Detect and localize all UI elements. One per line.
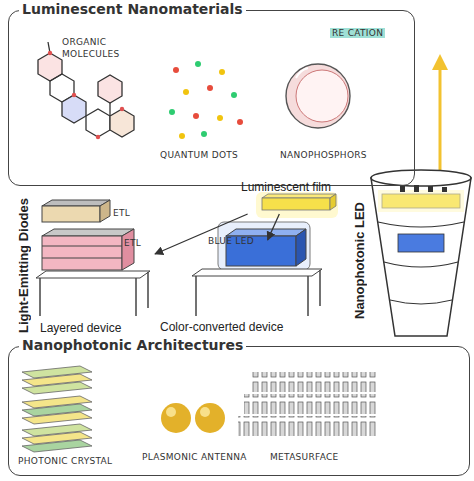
sketch-label: NANOPHOSPHORS (280, 150, 367, 160)
sketch-label: ORGANIC MOLECULES (62, 36, 124, 60)
section-heading: Luminescent Nanomaterials (19, 1, 246, 17)
lamp-sketch (371, 54, 471, 336)
section-heading: Nanophotonic Architectures (19, 337, 246, 353)
sketch-label: RE CATION (330, 28, 385, 38)
sketch-label: METASURFACE (270, 452, 339, 462)
color-converted-device-sketch (192, 222, 322, 316)
plasmonic-antenna-sketch (161, 403, 225, 433)
arrow-connector (155, 214, 248, 254)
sketch-label: QUANTUM DOTS (160, 150, 238, 160)
film-sketch (256, 192, 338, 218)
vertical-title: Light-Emitting Diodes (16, 198, 31, 333)
photonic-crystal-sketch (22, 366, 92, 452)
vertical-title: Nanophotonic LED (352, 202, 367, 319)
device-label: BLUE LED (208, 236, 254, 246)
device-node: Color-converted device (160, 240, 332, 336)
layer-label: ETL (113, 208, 130, 218)
layered-device-sketch (36, 200, 150, 316)
metasurface-sketch (238, 372, 376, 436)
layer-label: ETL (124, 238, 141, 248)
quantum-dots (169, 61, 243, 139)
arrow-connector (268, 214, 280, 240)
film-node: Luminescent film (235, 180, 339, 214)
nanophosphor-sketch (286, 64, 350, 128)
film-caption: Luminescent film (241, 180, 331, 194)
atom-dots (48, 51, 124, 139)
device-caption: Color-converted device (160, 320, 283, 334)
sketch-label: PHOTONIC CRYSTAL (18, 456, 112, 466)
sketch-label: PLASMONIC ANTENNA (142, 452, 247, 462)
device-caption: Layered device (40, 321, 121, 335)
lamp-node: Nanophotonic LED (350, 160, 474, 350)
